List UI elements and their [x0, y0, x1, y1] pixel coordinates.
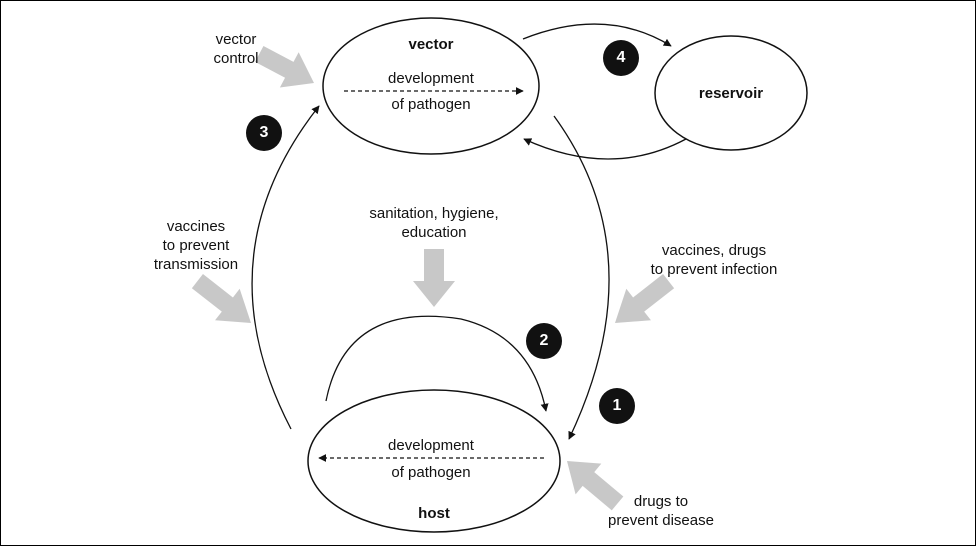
reservoir-to-vector-arrow — [523, 138, 687, 160]
vector-control-label: vector control — [213, 31, 259, 67]
sanitation-label: sanitation, hygiene, education — [369, 205, 499, 241]
vector-control-arrow — [255, 45, 314, 88]
vector-to-reservoir-arrow — [522, 23, 672, 47]
step-badge-4: 4 — [603, 40, 639, 76]
vaccines-transmission-label: vaccines to prevent transmission — [153, 218, 239, 273]
reservoir-ellipse — [654, 35, 808, 151]
step-badge-1: 1 — [599, 388, 635, 424]
vector-ellipse — [322, 17, 540, 155]
host-ellipse — [307, 389, 561, 533]
vaccines-transmission-arrow — [191, 274, 251, 323]
host-title: host — [418, 505, 450, 522]
vector-development-line1: development — [388, 70, 474, 87]
host-development-line2: of pathogen — [391, 464, 471, 481]
vaccines-drugs-infection-label: vaccines, drugs to prevent infection — [650, 242, 778, 278]
step-badge-3: 3 — [246, 115, 282, 151]
host-development-line1: development — [388, 437, 474, 454]
drugs-disease-arrow — [567, 461, 624, 511]
vector-to-host-arrow — [553, 115, 610, 440]
vaccines-drugs-infection-arrow — [615, 274, 675, 323]
vector-development-line2: of pathogen — [391, 96, 471, 113]
sanitation-arrow — [413, 249, 455, 307]
vector-title: vector — [408, 36, 454, 53]
drugs-disease-label: drugs to prevent disease — [608, 493, 714, 529]
reservoir-title: reservoir — [698, 85, 764, 102]
host-to-host-arrow — [325, 315, 549, 412]
step-badge-2: 2 — [526, 323, 562, 359]
host-to-vector-arrow — [251, 105, 320, 430]
